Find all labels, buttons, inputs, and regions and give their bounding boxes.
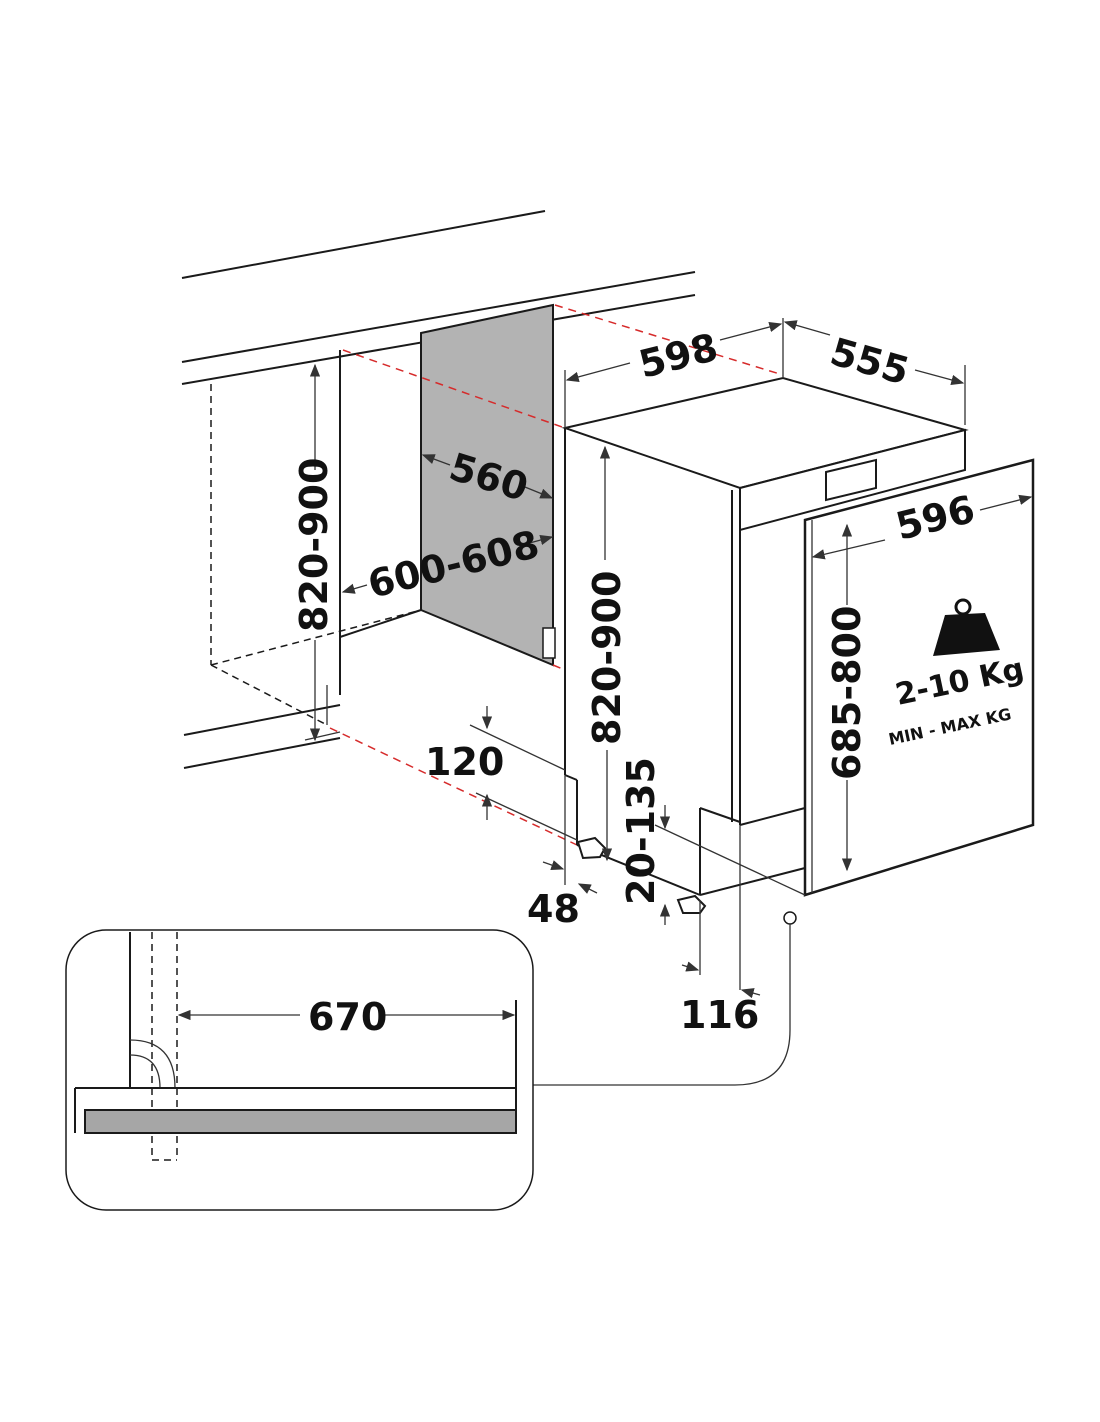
foot-left [576, 836, 607, 860]
appliance-height-label: 820-900 [585, 571, 629, 745]
callout-line [533, 924, 791, 1086]
setback-48-label: 48 [527, 887, 580, 931]
inset-length-label: 670 [308, 995, 387, 1039]
countertop-bar [84, 1109, 517, 1134]
detail-marker [783, 911, 797, 925]
setback-116-label: 116 [680, 993, 759, 1037]
plinth-height-label: 120 [425, 740, 504, 784]
dishwasher [469, 318, 1035, 999]
detail-inset [65, 929, 534, 1211]
door-height-label: 685-800 [825, 606, 869, 780]
weight-icon [933, 598, 1000, 656]
niche-height-label: 820-900 [292, 458, 336, 632]
appliance-width-label: 598 [635, 325, 723, 387]
niche [210, 303, 784, 846]
foot-right [676, 894, 707, 914]
foot-adjust-label: 20-135 [619, 757, 663, 905]
appliance-depth-label: 555 [826, 329, 914, 393]
door-panel [803, 458, 1035, 897]
